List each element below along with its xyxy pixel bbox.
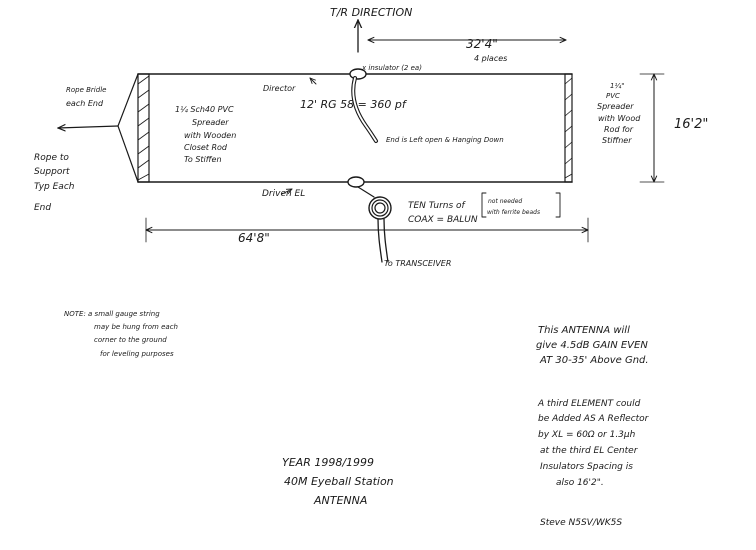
leveling-note-line: may be hung from each — [94, 323, 178, 331]
left-spreader-line: Spreader — [192, 118, 229, 127]
rope-support-line: Typ Each — [34, 182, 75, 192]
rope-support-line: End — [34, 203, 51, 213]
spacing-dimension-label: 32'4" — [466, 37, 498, 51]
rg58-label: 12' RG 58 = 360 pf — [300, 98, 408, 111]
left-spreader-line: Closet Rod — [184, 143, 228, 152]
balun-label: TEN Turns of — [408, 201, 467, 211]
leveling-note-line: corner to the ground — [94, 336, 167, 344]
right-spreader-line: Rod for — [604, 125, 634, 134]
width-dimension-label: 64'8" — [238, 231, 270, 245]
spacing-places-label: 4 places — [474, 54, 507, 63]
direction-label: T/R DIRECTION — [330, 6, 412, 19]
balun-label-2: COAX = BALUN — [408, 215, 478, 225]
right-spreader-line: Spreader — [597, 102, 634, 111]
rope-support-line: Rope to — [34, 153, 69, 163]
reflector-note-line: at the third EL Center — [540, 446, 639, 456]
right-spreader-line: PVC — [606, 92, 620, 100]
reflector-note-line: A third ELEMENT could — [537, 399, 641, 409]
left-spreader-hatch — [137, 75, 150, 181]
title-antenna: ANTENNA — [313, 494, 367, 507]
gain-note-line: give 4.5dB GAIN EVEN — [536, 340, 648, 351]
transceiver-label: To TRANSCEIVER — [384, 259, 451, 268]
title-station: 40M Eyeball Station — [284, 475, 394, 488]
right-spreader-hatch — [564, 77, 573, 179]
rope-bridle — [117, 73, 139, 183]
leveling-note-line: NOTE: a small gauge string — [64, 310, 160, 318]
rope-bridle-label: Rope Bridle — [66, 86, 106, 94]
left-spreader-line: 1¼ Sch40 PVC — [175, 105, 234, 114]
driven-element-label: Driven EL — [262, 189, 305, 199]
rope-support-line: Support — [34, 167, 70, 177]
gain-note: This ANTENNA will give 4.5dB GAIN EVEN A… — [536, 325, 649, 366]
signature: Steve N5SV/WK5S — [540, 518, 622, 528]
left-spreader-line: with Wooden — [184, 131, 236, 140]
gain-note-line: AT 30-35' Above Gnd. — [539, 355, 649, 366]
feedline-to-transceiver — [377, 218, 383, 263]
right-spreader — [564, 73, 573, 183]
director-label: Director — [263, 84, 296, 93]
leveling-note-line: for leveling purposes — [100, 350, 174, 358]
support-rope — [58, 126, 119, 128]
left-spreader — [137, 73, 150, 183]
rope-bridle-label-2: each End — [66, 99, 104, 108]
coax-balun-coil-icon — [368, 196, 392, 220]
end-open-label: End is Left open & Hanging Down — [386, 136, 504, 144]
right-spreader-line: with Wood — [598, 114, 641, 123]
reflector-note-line: be Added AS A Reflector — [538, 414, 650, 424]
reflector-note-line: also 16'2". — [556, 478, 604, 488]
gain-note-line: This ANTENNA will — [538, 325, 630, 336]
right-spreader-line: 1¼" — [610, 82, 624, 90]
right-spreader-line: Stiffner — [602, 136, 632, 145]
leveling-note: NOTE: a small gauge string may be hung f… — [64, 310, 178, 358]
reflector-note: A third ELEMENT could be Added AS A Refl… — [537, 399, 650, 488]
rope-support-note: Rope to Support Typ Each End — [34, 153, 75, 213]
title-block: YEAR 1998/1999 40M Eyeball Station ANTEN… — [282, 456, 394, 507]
title-year: YEAR 1998/1999 — [282, 456, 374, 469]
left-spreader-line: To Stiffen — [184, 155, 222, 164]
balun-side-note-2: with ferrite beads — [487, 209, 540, 216]
reflector-note-line: by XL = 60Ω or 1.3µh — [538, 430, 636, 440]
insulator-label: x insulator (2 ea) — [361, 64, 422, 72]
left-spreader-note: 1¼ Sch40 PVC Spreader with Wooden Closet… — [175, 105, 236, 164]
driven-insulator-icon — [347, 176, 365, 188]
reflector-note-line: Insulators Spacing is — [540, 462, 633, 472]
height-dimension-label: 16'2" — [674, 117, 708, 132]
right-spreader-note: 1¼" PVC Spreader with Wood Rod for Stiff… — [597, 82, 641, 145]
balun-side-note: not needed — [488, 198, 522, 205]
